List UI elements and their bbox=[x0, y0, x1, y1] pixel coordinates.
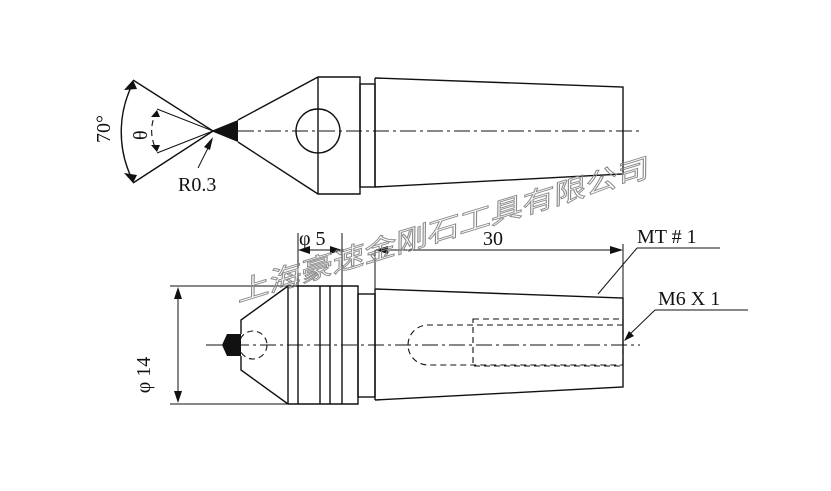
angle-line-lower bbox=[132, 130, 214, 184]
radius-label: R0.3 bbox=[178, 174, 216, 196]
arrow-head bbox=[151, 145, 160, 152]
len-30-label: 30 bbox=[483, 228, 503, 250]
dia-5-label: φ 5 bbox=[299, 228, 326, 250]
arrow-head bbox=[375, 246, 388, 254]
taper-label: MT # 1 bbox=[637, 226, 697, 248]
arrow-head bbox=[124, 173, 137, 183]
angle-arc-70 bbox=[120, 82, 134, 182]
bottom-view bbox=[170, 233, 748, 405]
thread-label: M6 X 1 bbox=[658, 288, 720, 310]
arrow-head bbox=[174, 391, 182, 403]
arrow-head bbox=[204, 137, 213, 150]
angle-70-label: 70° bbox=[93, 115, 115, 143]
theta-line-lower bbox=[156, 130, 214, 154]
collar bbox=[359, 83, 376, 188]
arrow-head bbox=[174, 287, 182, 299]
watermark-text: 上海豪速金刚石工具有限公司 bbox=[231, 153, 655, 309]
theta-line-upper bbox=[156, 108, 214, 132]
diamond-tip-side bbox=[222, 334, 241, 356]
top-view bbox=[120, 76, 640, 195]
diamond-tip bbox=[211, 120, 238, 142]
angle-theta-label: θ bbox=[130, 130, 152, 140]
arrow-head bbox=[624, 331, 634, 341]
bore-hidden bbox=[407, 324, 623, 366]
angle-line-upper bbox=[132, 79, 214, 132]
arrow-head bbox=[151, 110, 160, 117]
head-outline bbox=[237, 76, 361, 195]
thread-hidden bbox=[472, 318, 624, 367]
thread-leader bbox=[626, 309, 656, 338]
arrow-head bbox=[298, 246, 310, 254]
arrow-head bbox=[124, 80, 137, 90]
arrow-head bbox=[610, 246, 623, 254]
arrow-head bbox=[330, 246, 342, 254]
taper-leader bbox=[597, 247, 638, 295]
dia-14-label: φ 14 bbox=[133, 357, 155, 394]
